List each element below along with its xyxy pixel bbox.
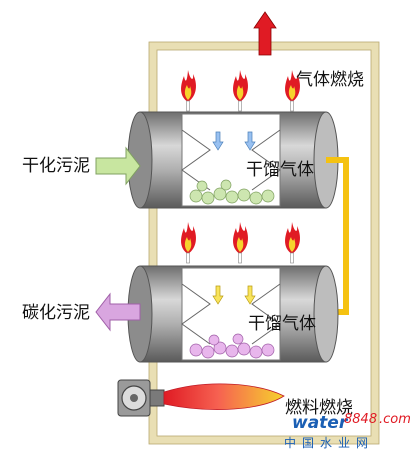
fuel-combustion-label: 燃料燃烧 [285, 398, 353, 418]
carbonized-sludge-arrow [95, 292, 141, 332]
exhaust-arrow-icon [253, 11, 277, 56]
watermark-number: 8848 [344, 412, 378, 427]
drum-icon [127, 111, 339, 209]
watermark-domain: .com [379, 412, 411, 427]
retort-gas-upper-label: 干馏气体 [246, 160, 314, 180]
watermark-chinese: 中国水业网 [284, 436, 375, 450]
dry-sludge-label: 干化污泥 [22, 156, 90, 176]
retort-gas-lower-label: 干馏气体 [248, 314, 316, 334]
gas-combustion-label: 气体燃烧 [296, 70, 364, 90]
flame-icon [180, 221, 301, 264]
dry-sludge-arrow [95, 146, 141, 186]
carbonized-sludge-label: 碳化污泥 [22, 303, 90, 323]
drum-icon [127, 265, 339, 363]
burner-icon [117, 379, 285, 417]
flame-icon [180, 69, 301, 112]
watermark-latin: water [292, 413, 348, 433]
